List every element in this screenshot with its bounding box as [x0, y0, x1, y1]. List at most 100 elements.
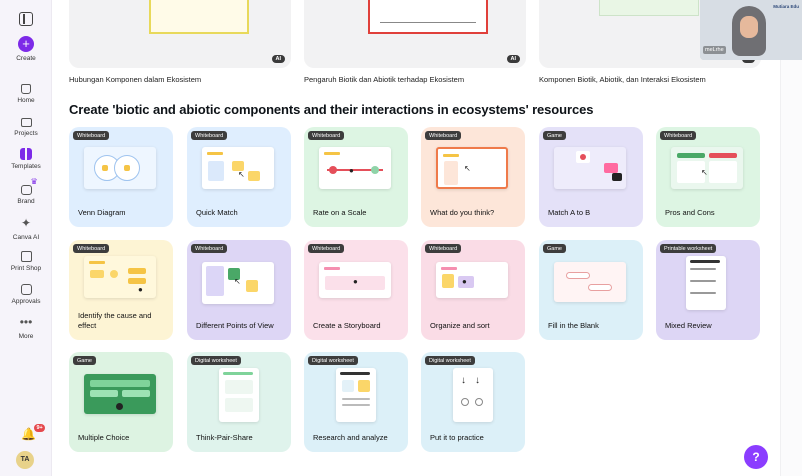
template-thumbnail: ↓ ↓: [453, 368, 493, 422]
section-heading: Create 'biotic and abiotic components an…: [69, 102, 594, 117]
template-thumbnail: [686, 256, 726, 310]
sidebar-item-templates[interactable]: Templates: [0, 148, 52, 170]
template-label: Fill in the Blank: [548, 321, 599, 330]
design-thumbnail: [149, 0, 249, 34]
template-type-tag: Whiteboard: [73, 131, 110, 140]
design-thumbnail: [599, 0, 699, 16]
template-label: What do you think?: [430, 208, 495, 217]
design-title[interactable]: Komponen Biotik, Abiotik, dan Interaksi …: [539, 75, 706, 84]
video-brand-label: Mutiara Edu: [773, 4, 799, 9]
video-call-overlay[interactable]: Mutiara Edu meLrhe: [700, 0, 802, 60]
template-card-what-do-you-think[interactable]: Whiteboard ↖ What do you think?: [421, 127, 525, 227]
sidebar-item-projects[interactable]: Projects: [0, 115, 52, 137]
print-shop-icon: [20, 251, 32, 262]
template-card-different-points-of-view[interactable]: Whiteboard ↖ Different Points of View: [187, 240, 291, 340]
home-icon: [21, 84, 31, 94]
template-card-mixed-review[interactable]: Printable worksheet Mixed Review: [656, 240, 760, 340]
design-title[interactable]: Pengaruh Biotik dan Abiotik terhadap Eko…: [304, 75, 465, 84]
folder-icon: [20, 118, 32, 127]
sidebar-item-brand[interactable]: Brand: [0, 177, 52, 205]
approvals-icon: [20, 284, 32, 295]
template-type-tag: Whiteboard: [191, 131, 228, 140]
templates-icon: [20, 148, 32, 160]
template-card-research-and-analyze[interactable]: Digital worksheet Research and analyze: [304, 352, 408, 452]
template-thumbnail: ●: [319, 147, 391, 189]
template-label: Mixed Review: [665, 321, 712, 330]
sidebar-item-canva-ai[interactable]: ✦ Canva AI: [0, 215, 52, 241]
sidebar: + Create Home Projects Templates Brand ✦…: [0, 0, 52, 476]
template-card-identify-the-cause-and-effect[interactable]: Whiteboard ● Identify the cause and effe…: [69, 240, 173, 340]
template-card-venn-diagram[interactable]: Whiteboard Venn Diagram: [69, 127, 173, 227]
sidebar-item-label: Canva AI: [12, 234, 40, 241]
ai-badge: AI: [506, 55, 520, 63]
design-thumbnail: [368, 0, 488, 34]
sidebar-create-label: Create: [16, 55, 36, 62]
template-thumbnail: ●: [436, 262, 508, 298]
template-thumbnail: ●: [319, 262, 391, 298]
template-type-tag: Game: [543, 244, 566, 253]
template-label: Organize and sort: [430, 321, 490, 330]
template-type-tag: Game: [73, 356, 96, 365]
template-type-tag: Whiteboard: [425, 244, 462, 253]
template-type-tag: Printable worksheet: [660, 244, 717, 253]
template-card-quick-match[interactable]: Whiteboard ↖ Quick Match: [187, 127, 291, 227]
template-thumbnail: [219, 368, 259, 422]
template-card-create-a-storyboard[interactable]: Whiteboard ● Create a Storyboard: [304, 240, 408, 340]
template-type-tag: Whiteboard: [308, 244, 345, 253]
sidebar-item-label: Print Shop: [10, 265, 42, 272]
ai-badge: AI: [271, 55, 285, 63]
design-title[interactable]: Hubungan Komponen dalam Ekosistem: [69, 75, 202, 84]
template-label: Identify the cause and effect: [78, 311, 152, 330]
template-thumbnail: [554, 147, 626, 189]
notifications-bell-icon[interactable]: 🔔: [21, 427, 36, 441]
template-type-tag: Digital worksheet: [425, 356, 475, 365]
avatar[interactable]: TA: [16, 451, 34, 469]
scrollbar-track[interactable]: [780, 60, 802, 476]
template-card-think-pair-share[interactable]: Digital worksheet Think-Pair-Share: [187, 352, 291, 452]
template-type-tag: Whiteboard: [660, 131, 697, 140]
sidebar-toggle-icon[interactable]: [19, 12, 33, 26]
template-label: Think-Pair-Share: [196, 433, 253, 442]
template-card-match-a-to-b[interactable]: Game Match A to B: [539, 127, 643, 227]
sidebar-item-print-shop[interactable]: Print Shop: [0, 249, 52, 272]
template-card-pros-and-cons[interactable]: Whiteboard ↖ Pros and Cons: [656, 127, 760, 227]
template-thumbnail: ●: [84, 256, 156, 298]
template-type-tag: Whiteboard: [308, 131, 345, 140]
template-label: Research and analyze: [313, 433, 388, 442]
sidebar-create-button[interactable]: + Create: [0, 36, 52, 62]
template-label: Create a Storyboard: [313, 321, 381, 330]
template-thumbnail: [554, 262, 626, 302]
template-label: Put it to practice: [430, 433, 484, 442]
canva-ai-icon: ✦: [20, 216, 32, 230]
more-icon: •••: [19, 315, 33, 329]
template-card-organize-and-sort[interactable]: Whiteboard ● Organize and sort: [421, 240, 525, 340]
template-thumbnail: [84, 374, 156, 414]
template-thumbnail: ↖: [202, 262, 274, 304]
presenter-face: [740, 16, 758, 38]
template-card-multiple-choice[interactable]: Game Multiple Choice: [69, 352, 173, 452]
ai-design-card[interactable]: AI: [69, 0, 291, 68]
template-thumbnail: [84, 147, 156, 189]
template-label: Different Points of View: [196, 321, 274, 330]
help-button[interactable]: ?: [744, 445, 768, 469]
sidebar-item-approvals[interactable]: Approvals: [0, 282, 52, 305]
template-type-tag: Whiteboard: [425, 131, 462, 140]
sidebar-item-label: Templates: [11, 163, 41, 170]
ai-design-card[interactable]: AI: [304, 0, 526, 68]
notifications-badge: 9+: [34, 424, 46, 432]
sidebar-item-home[interactable]: Home: [0, 82, 52, 104]
template-type-tag: Whiteboard: [73, 244, 110, 253]
sidebar-item-more[interactable]: ••• More: [0, 314, 52, 340]
sidebar-item-label: Projects: [14, 130, 38, 137]
sidebar-item-label: More: [18, 333, 34, 340]
template-type-tag: Digital worksheet: [308, 356, 358, 365]
template-card-put-it-to-practice[interactable]: Digital worksheet ↓ ↓ Put it to practice: [421, 352, 525, 452]
template-thumbnail: ↖: [671, 147, 743, 189]
template-label: Venn Diagram: [78, 208, 126, 217]
template-type-tag: Whiteboard: [191, 244, 228, 253]
template-card-rate-on-a-scale[interactable]: Whiteboard ● Rate on a Scale: [304, 127, 408, 227]
template-type-tag: Digital worksheet: [191, 356, 241, 365]
template-card-fill-in-the-blank[interactable]: Game Fill in the Blank: [539, 240, 643, 340]
sidebar-item-label: Home: [17, 97, 35, 104]
presenter-name-label: meLrhe: [703, 46, 726, 54]
